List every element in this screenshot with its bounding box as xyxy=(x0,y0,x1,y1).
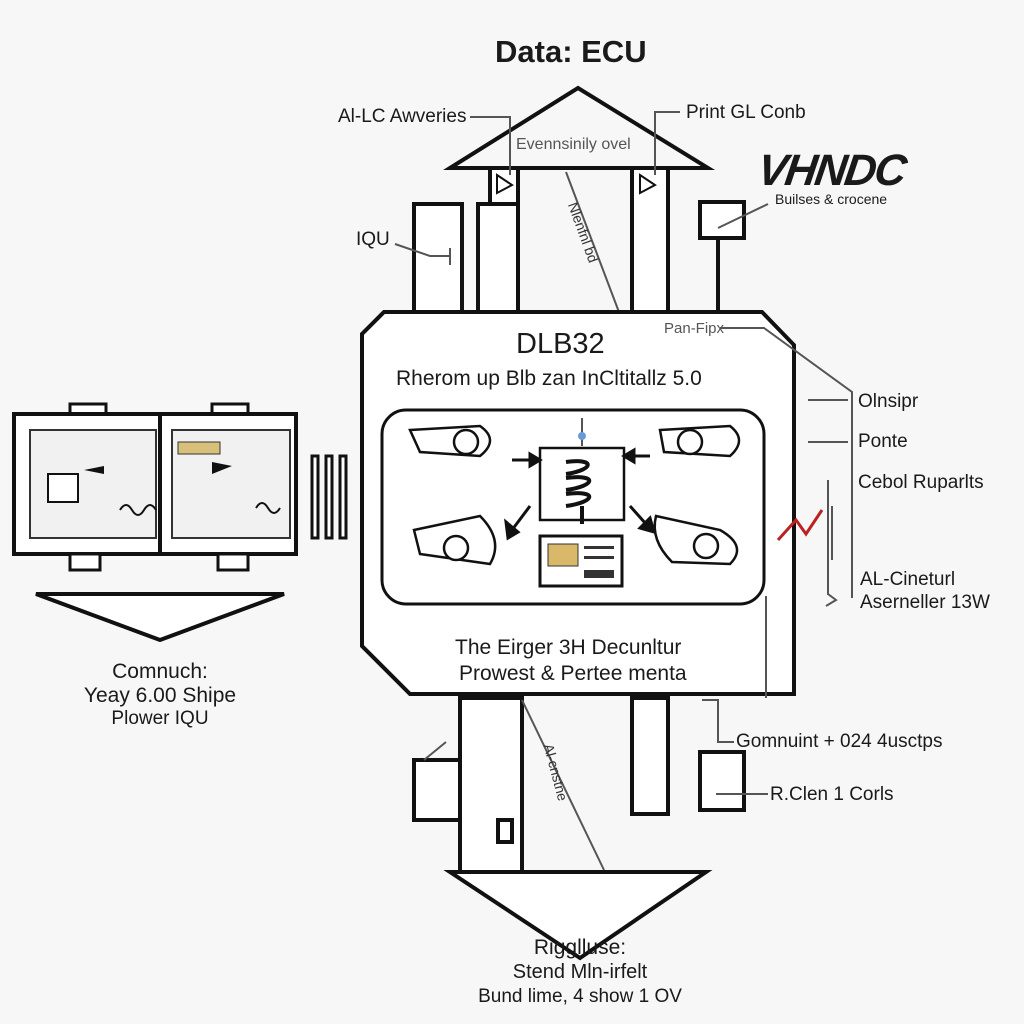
footer-line2: Stend Mln-irfelt xyxy=(512,961,648,983)
top-leader-lines xyxy=(394,111,769,329)
ecu-subheading: Rherom up Blb zan InCltitallz 5.0 xyxy=(396,367,702,390)
sensor-shapes xyxy=(408,424,741,566)
bottom-arrow xyxy=(412,696,746,961)
ecu-heading: DLB32 xyxy=(516,328,605,360)
iqu-label: IQU xyxy=(356,229,390,250)
top-right-callout: Print GL Conb xyxy=(686,102,806,123)
footer-line3: Bund lime, 4 show 1 OV xyxy=(478,986,682,1007)
bottom-leader-lines xyxy=(423,699,768,871)
right-wiring xyxy=(720,327,853,698)
bottom-right-callout-1: Gomnuint + 024 4usctps xyxy=(736,731,943,752)
ecu-caption-line1: The Eirger 3H Decunltur xyxy=(455,636,682,659)
left-panel-line3: Plower IQU xyxy=(111,708,209,729)
left-monitors xyxy=(12,402,298,643)
footer-line1: Rigglluse: xyxy=(533,936,627,959)
ecu-caption-line2: Prowest & Pertee menta xyxy=(459,662,687,685)
left-panel-line2: Yeay 6.00 Shipe xyxy=(83,684,237,707)
port-label: Pan-Fipx xyxy=(664,320,725,337)
diagram-title: Data: ECU xyxy=(495,34,647,69)
right-label-5: Aserneller 13W xyxy=(860,592,990,613)
top-left-callout: Al-LC Awveries xyxy=(338,106,467,127)
right-label-4: AL-Cineturl xyxy=(860,569,956,590)
coil-spring-icon xyxy=(565,459,592,524)
brand-subtitle: Builses & crocene xyxy=(775,191,888,207)
brand-logo: VHNDC xyxy=(754,146,908,195)
right-label-1: Olnsipr xyxy=(858,391,919,412)
right-label-2: Ponte xyxy=(858,431,908,452)
signal-zigzag xyxy=(776,509,824,542)
bottom-right-callout-2: R.Clen 1 Corls xyxy=(770,784,894,805)
right-label-3: Cebol Ruparlts xyxy=(858,472,984,493)
connector-bars xyxy=(310,454,348,540)
top-inner-label: Evennsinily ovel xyxy=(516,136,631,153)
top-arrow-head xyxy=(443,85,716,170)
internal-flow-arrows xyxy=(504,447,657,541)
left-panel-line1: Comnuch: xyxy=(112,660,208,683)
